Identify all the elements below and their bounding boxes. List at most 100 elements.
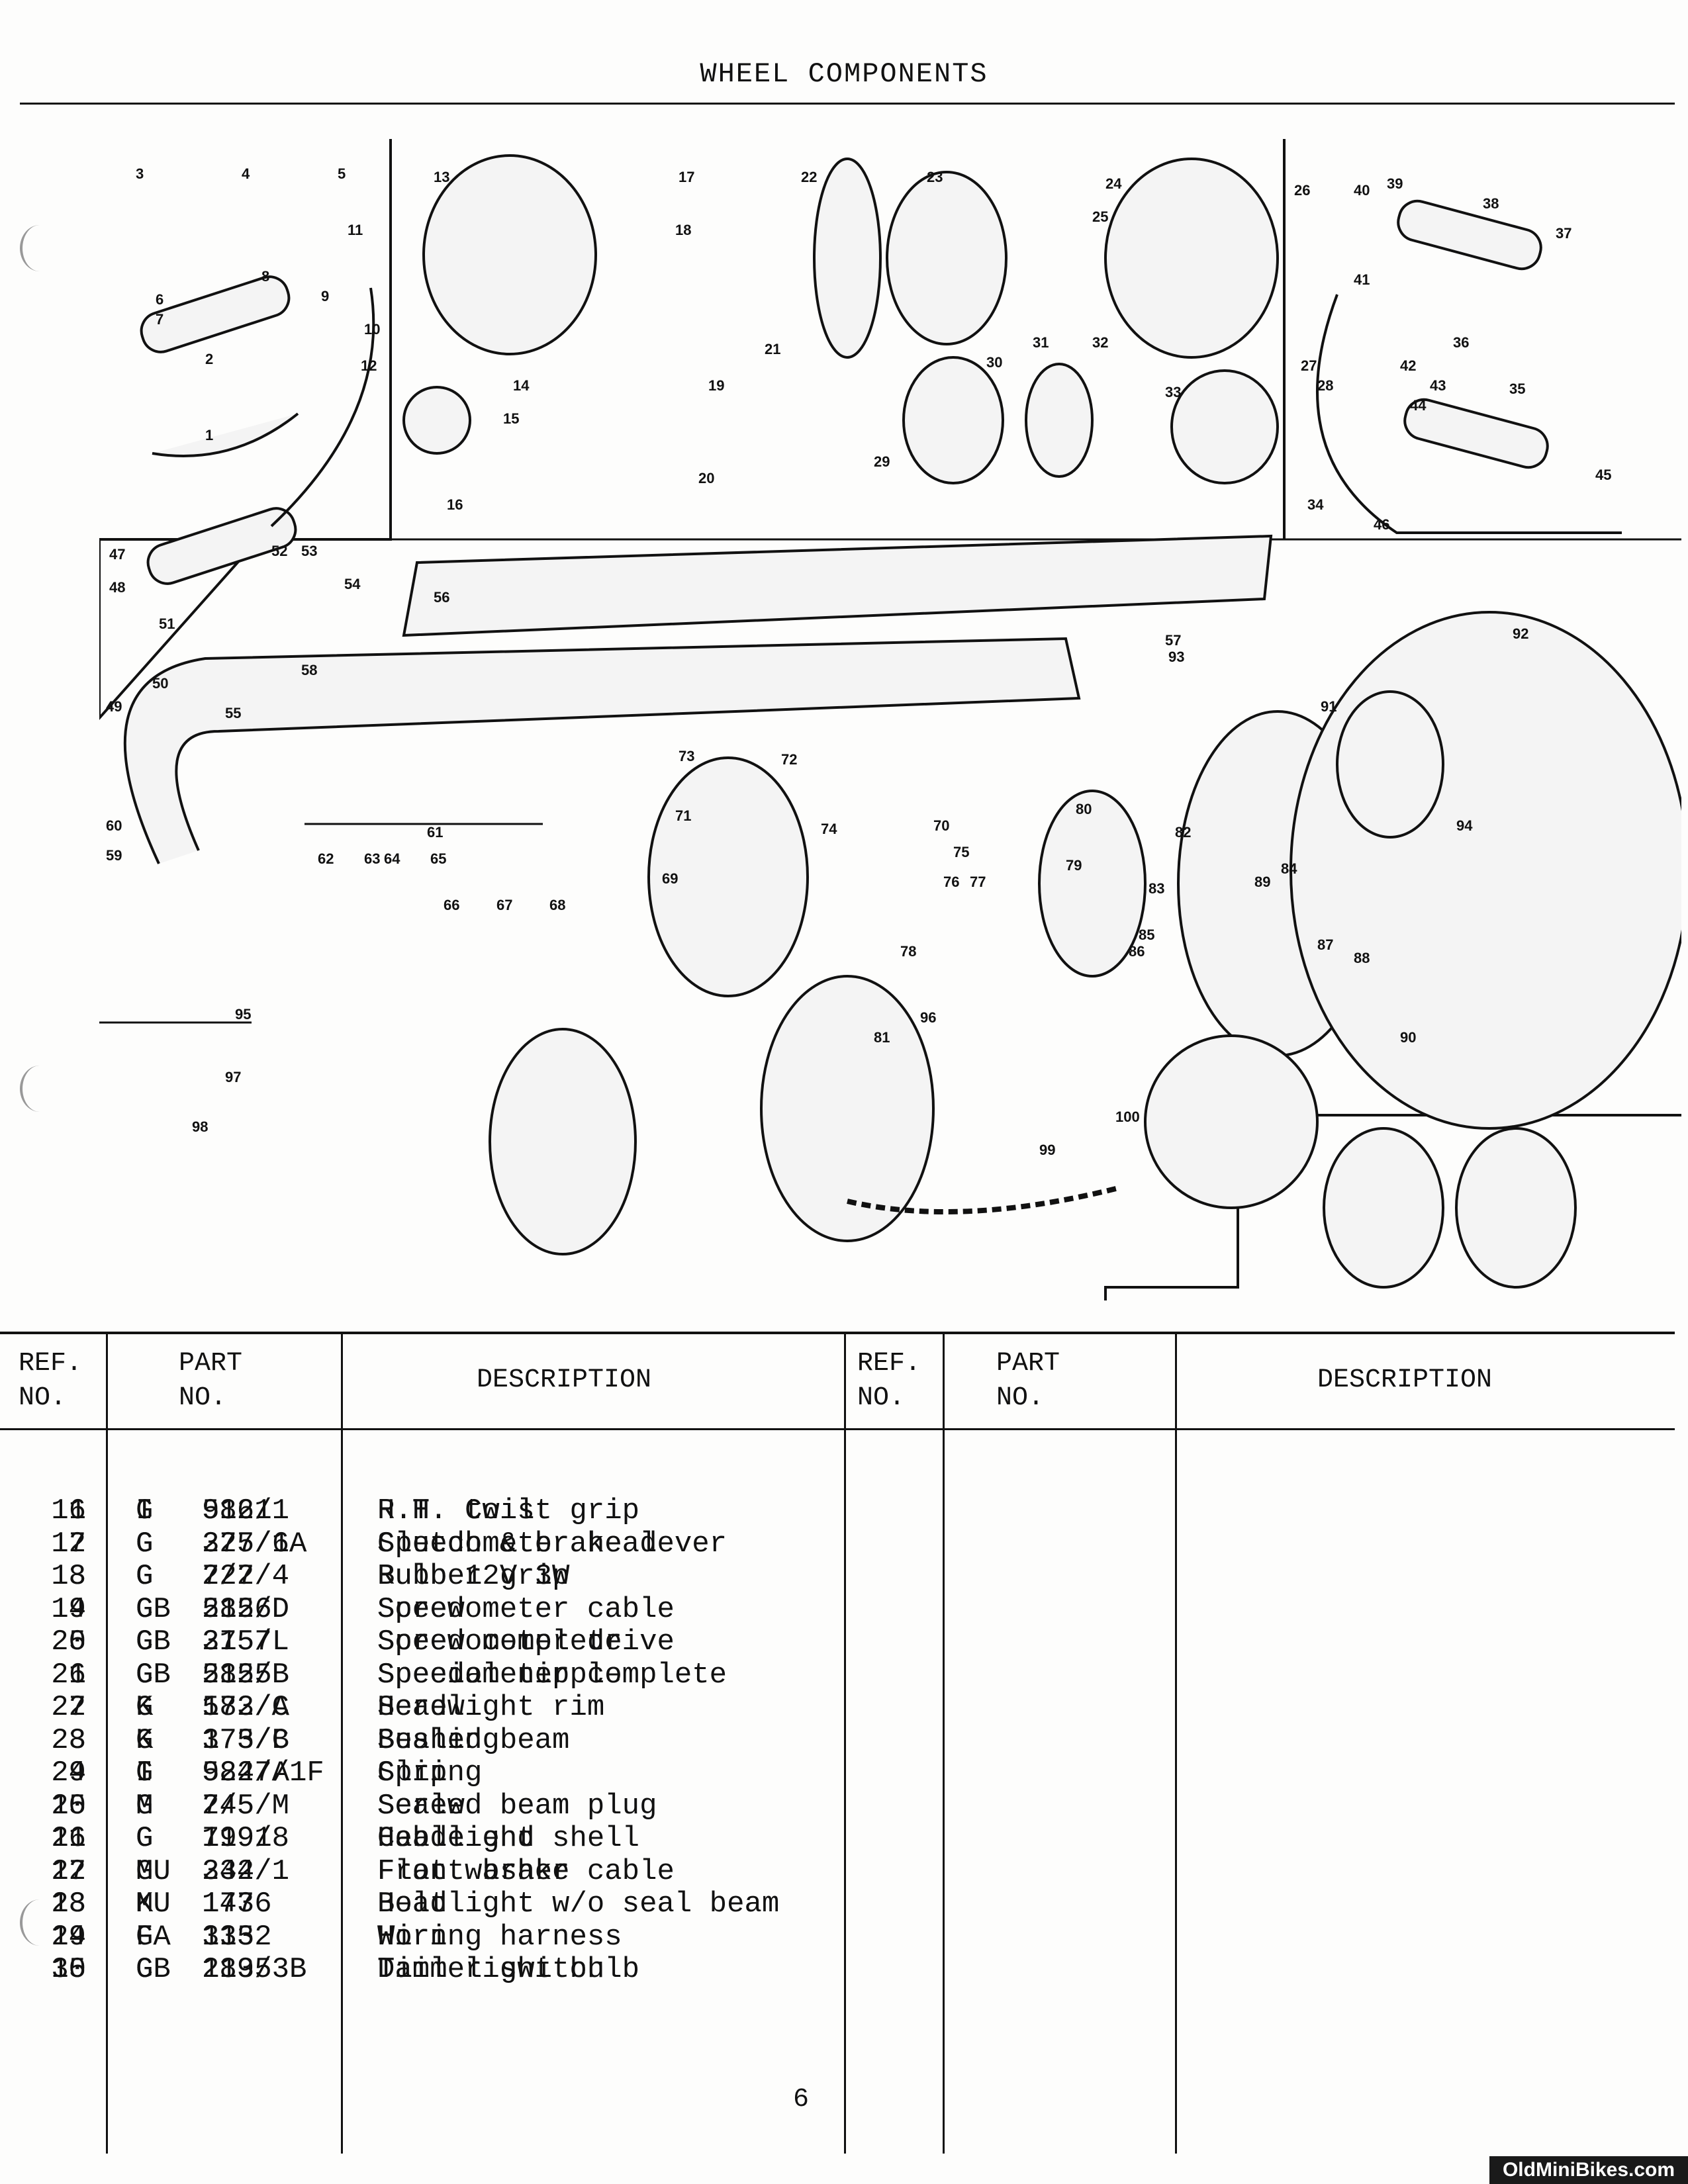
ref-no: 6 [68,1658,86,1692]
callout-number: 43 [1430,377,1446,394]
callout-number: 75 [953,844,969,860]
part-no: 1476 [202,1888,272,1921]
callout-number: 49 [106,698,122,715]
part-description: Headlight rim [377,1691,605,1724]
callout-number: 93 [1168,649,1184,665]
callout-number: 51 [159,615,175,632]
part-no: 227/4 [202,1560,290,1593]
part-description: Bushing [377,1723,500,1757]
grip-right-2-shape [1403,398,1549,469]
part-no: 173 [202,1888,255,1921]
ref-no: 22 [51,1691,86,1724]
callout-number: 100 [1115,1109,1140,1125]
part-prefix: G [136,1953,154,1986]
part-description: Headlight shell [377,1822,640,1855]
part-description: Tail light bulb [377,1953,640,1986]
part-no: 582/A [202,1756,290,1790]
callout-number: 73 [679,748,694,764]
callout-number: 88 [1354,950,1370,966]
part-prefix: I [136,1756,154,1790]
callout-number: 89 [1254,874,1270,890]
ref-no: 4 [68,1592,86,1626]
ref-no: 17 [51,1527,86,1561]
part-no: 2156 [202,1592,272,1626]
ref-no: 21 [51,1658,86,1692]
callout-number: 44 [1410,397,1427,414]
callout-number: 94 [1456,817,1473,834]
ref-no: 18 [51,1560,86,1593]
callout-number: 27 [1301,357,1317,374]
ref-no: 23 [51,1723,86,1757]
callout-number: 82 [1175,824,1191,841]
part-description: R.H. twist grip [377,1494,640,1527]
part-no: 2157 [202,1625,272,1659]
part-prefix: M [136,1789,154,1823]
front-hub-shape [647,756,809,997]
part-no: 582/C [202,1691,290,1724]
callout-number: 56 [434,589,449,606]
ref-no: 9 [68,1756,86,1790]
binder-hole-1 [20,225,60,271]
callout-number: 46 [1374,516,1389,533]
ref-no: 19 [51,1592,86,1626]
part-no: 227/6 [202,1527,290,1561]
part-description: Bolt [377,1888,447,1921]
part-prefix: G [136,1854,154,1888]
rear-brake-plate-shape [489,1028,637,1255]
drive-chain [847,1185,1119,1214]
horn-shape [402,386,471,455]
callout-number: 62 [318,850,334,867]
heat-shield-shape [402,534,1273,637]
part-no: 173/B [202,1723,290,1757]
part-description: Screw [377,1592,465,1626]
part-description: Sealed beam plug [377,1789,657,1823]
header-ref-left: REF. NO. [19,1349,83,1413]
part-prefix: G [136,1625,154,1659]
hub-assembly-99-shape [1323,1127,1444,1289]
tail-lens-shape [1025,363,1094,478]
part-prefix: MU [136,1888,171,1921]
ref-no: 26 [51,1822,86,1855]
header-desc-left: DESCRIPTION [477,1365,652,1395]
callout-number: 7 [156,311,164,328]
callout-number: 77 [970,874,986,890]
lever-shape [152,412,299,457]
page-title: WHEEL COMPONENTS [700,58,988,90]
part-description: Screw [377,1789,465,1823]
callout-number: 86 [1129,943,1145,960]
callout-number: 65 [430,850,446,867]
binder-hole-3 [20,1899,60,1946]
part-description: Screw [377,1691,465,1724]
callout-number: 81 [874,1029,890,1046]
twist-grip-shape [146,507,297,585]
callout-number: 15 [503,410,519,427]
callout-number: 38 [1483,195,1499,212]
ref-no: 29 [51,1920,86,1954]
rear-hub-shape [760,975,935,1242]
headlight-rim-shape [813,158,882,359]
part-prefix: G [136,1560,154,1593]
part-no: 9161 [202,1494,272,1527]
part-prefix: CB [136,1658,171,1692]
header-desc-right: DESCRIPTION [1317,1365,1493,1395]
callout-number: 70 [933,817,949,834]
callout-number: 68 [549,897,565,913]
part-prefix: K [136,1691,154,1724]
header-part-right: PART NO. [996,1349,1060,1413]
callout-number: 40 [1354,182,1370,199]
tail-housing-shape [1170,369,1279,484]
callout-number: 16 [447,496,463,513]
callout-number: 91 [1321,698,1336,715]
part-no: 7/2 [202,1560,255,1593]
callout-number: 54 [344,576,361,592]
part-prefix: G [136,1920,154,1954]
part-no: 582/D [202,1592,290,1626]
callout-number: 32 [1092,334,1108,351]
ref-no: 7 [68,1691,86,1724]
part-no: 582/B [202,1658,290,1692]
callout-number: 80 [1076,801,1092,817]
part-no: 375/1A [202,1527,307,1561]
part-no: 332 [202,1854,255,1888]
callout-number: 84 [1281,860,1297,877]
